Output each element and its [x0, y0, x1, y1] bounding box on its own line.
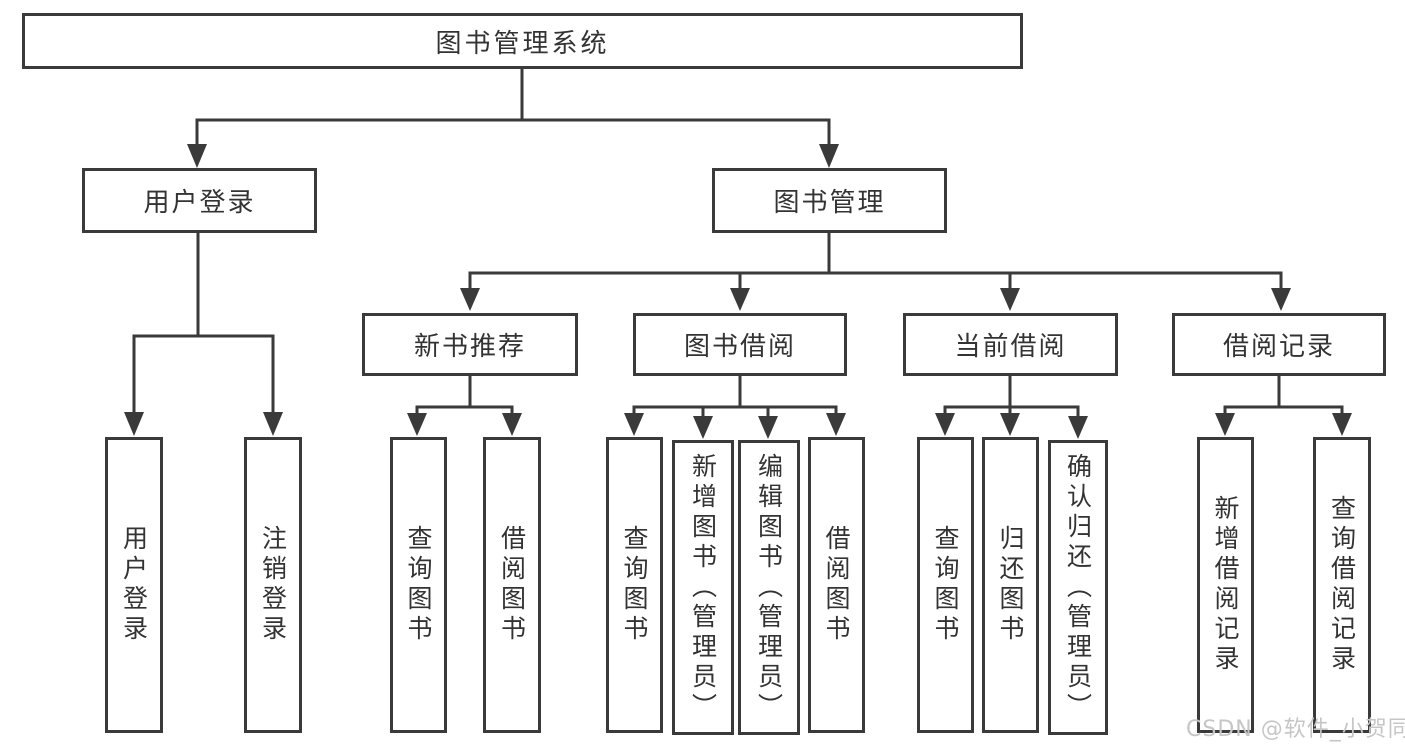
- node-leaf-add-book-admin: 新增图书（管理员）: [672, 440, 734, 735]
- node-leaf-user-login: 用户登录: [105, 437, 163, 733]
- node-borrow-records-label: 借阅记录: [1222, 332, 1335, 362]
- node-borrow-records: 借阅记录: [1172, 313, 1386, 376]
- node-leaf-query-book-1: 查询图书: [390, 437, 447, 733]
- node-leaf-query-book-1-label: 查询图书: [404, 525, 433, 645]
- connector-book-mgmt-children: [460, 233, 1291, 311]
- node-book-management: 图书管理: [712, 168, 947, 233]
- node-leaf-query-book-3-label: 查询图书: [931, 525, 960, 645]
- node-current-borrow: 当前借阅: [903, 313, 1118, 376]
- connector-borrow-children: [624, 376, 846, 439]
- node-new-book-recommend-label: 新书推荐: [413, 332, 526, 362]
- node-leaf-logout-label: 注销登录: [258, 525, 288, 645]
- watermark: CSDN @软件_小贺同学: [1186, 717, 1405, 742]
- node-leaf-borrow-book-1: 借阅图书: [483, 437, 541, 733]
- connector-new-rec-children: [407, 376, 522, 436]
- node-leaf-query-book-2-label: 查询图书: [620, 525, 649, 645]
- connector-user-login-children: [124, 233, 283, 436]
- node-leaf-query-book-3: 查询图书: [917, 437, 974, 733]
- node-book-management-label: 图书管理: [773, 188, 886, 218]
- node-leaf-return-book: 归还图书: [982, 437, 1039, 733]
- node-leaf-return-book-label: 归还图书: [996, 525, 1025, 645]
- node-leaf-confirm-return-admin: 确认归还（管理员）: [1048, 440, 1108, 735]
- connector-root-to-level2: [187, 69, 839, 168]
- node-leaf-borrow-book-2-label: 借阅图书: [822, 525, 851, 645]
- node-leaf-query-borrow-record-label: 查询借阅记录: [1327, 495, 1357, 675]
- node-leaf-logout: 注销登录: [244, 437, 302, 733]
- node-book-borrow: 图书借阅: [633, 313, 847, 376]
- node-leaf-edit-book-admin-label: 编辑图书（管理员）: [754, 452, 784, 723]
- node-root-system: 图书管理系统: [22, 13, 1023, 69]
- node-leaf-edit-book-admin: 编辑图书（管理员）: [738, 440, 800, 735]
- node-leaf-add-borrow-record-label: 新增借阅记录: [1211, 495, 1240, 675]
- node-user-login-label: 用户登录: [143, 188, 256, 218]
- node-leaf-add-book-admin-label: 新增图书（管理员）: [688, 452, 718, 723]
- node-leaf-query-borrow-record: 查询借阅记录: [1313, 437, 1371, 733]
- node-current-borrow-label: 当前借阅: [954, 332, 1067, 362]
- node-leaf-borrow-book-2: 借阅图书: [808, 437, 865, 733]
- node-leaf-user-login-label: 用户登录: [119, 525, 149, 645]
- node-leaf-add-borrow-record: 新增借阅记录: [1197, 437, 1254, 733]
- node-user-login: 用户登录: [82, 168, 317, 233]
- node-book-borrow-label: 图书借阅: [683, 332, 796, 362]
- node-root-label: 图书管理系统: [435, 28, 610, 59]
- node-leaf-query-book-2: 查询图书: [606, 437, 663, 733]
- node-leaf-confirm-return-admin-label: 确认归还（管理员）: [1063, 452, 1093, 723]
- connector-records-children: [1215, 376, 1352, 436]
- connector-current-children: [935, 376, 1088, 439]
- node-new-book-recommend: 新书推荐: [362, 313, 578, 376]
- node-leaf-borrow-book-1-label: 借阅图书: [497, 525, 527, 645]
